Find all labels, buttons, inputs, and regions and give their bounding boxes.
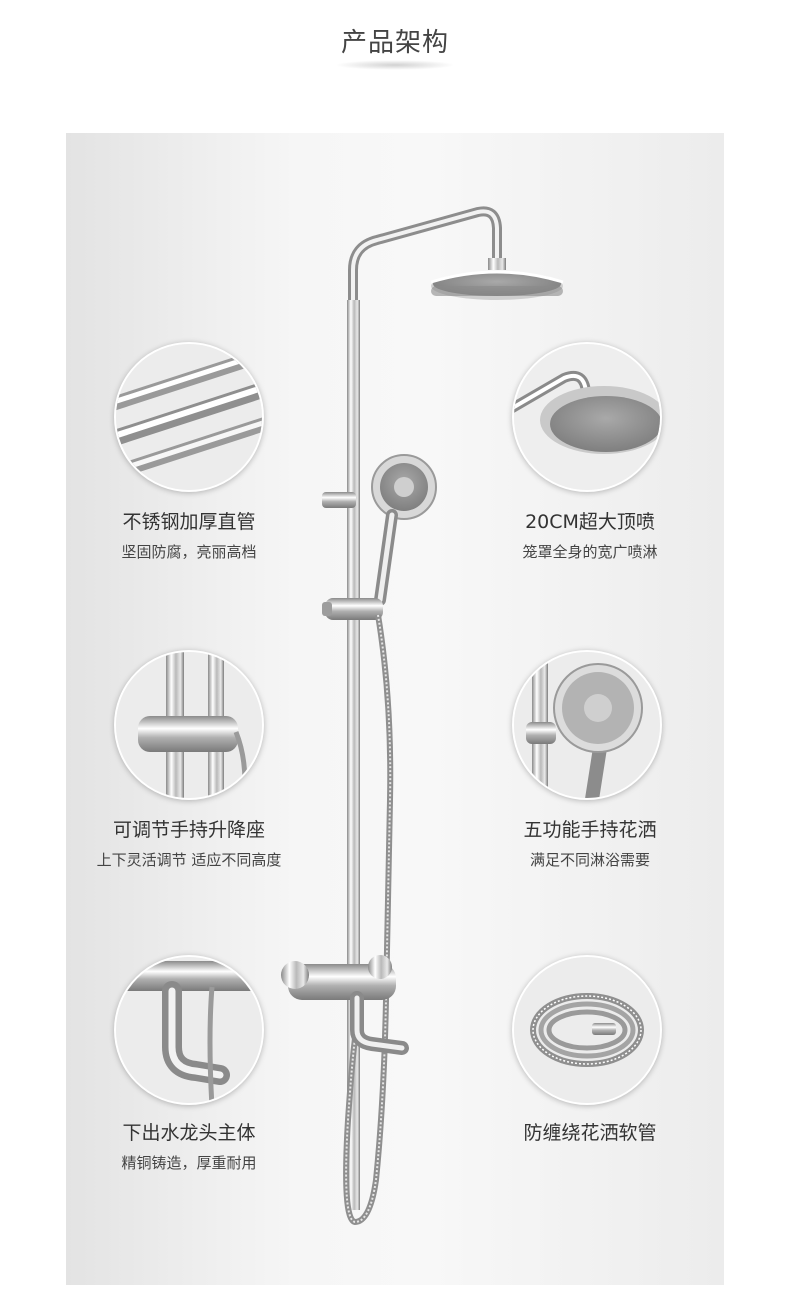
title-shadow [335, 60, 455, 70]
feature-circle-steel-pipe [114, 342, 264, 492]
feature-subtitle-overhead-shower: 笼罩全身的宽广喷淋 [522, 543, 658, 561]
feature-title-hand-shower: 五功能手持花洒 [523, 819, 657, 841]
feature-subtitle-hand-shower: 满足不同淋浴需要 [529, 851, 650, 869]
feature-circle-hand-shower [512, 650, 662, 800]
feature-subtitle-faucet-body: 精铜铸造，厚重耐用 [121, 1154, 257, 1172]
page-title: 产品架构 [340, 28, 449, 58]
feature-circle-hose [512, 955, 662, 1105]
feature-circle-adjustable-holder [114, 650, 264, 800]
feature-subtitle-adjustable-holder: 上下灵活调节 适应不同高度 [96, 851, 282, 869]
feature-title-overhead-shower: 20CM超大顶喷 [525, 511, 655, 533]
feature-circle-faucet-body [114, 955, 264, 1105]
feature-circle-overhead-shower [512, 342, 662, 492]
feature-title-adjustable-holder: 可调节手持升降座 [112, 819, 265, 841]
feature-title-hose: 防缠绕花洒软管 [523, 1122, 657, 1144]
feature-title-faucet-body: 下出水龙头主体 [122, 1122, 256, 1144]
feature-title-steel-pipe: 不锈钢加厚直管 [122, 511, 256, 533]
feature-subtitle-steel-pipe: 坚固防腐，亮丽高档 [121, 543, 257, 561]
